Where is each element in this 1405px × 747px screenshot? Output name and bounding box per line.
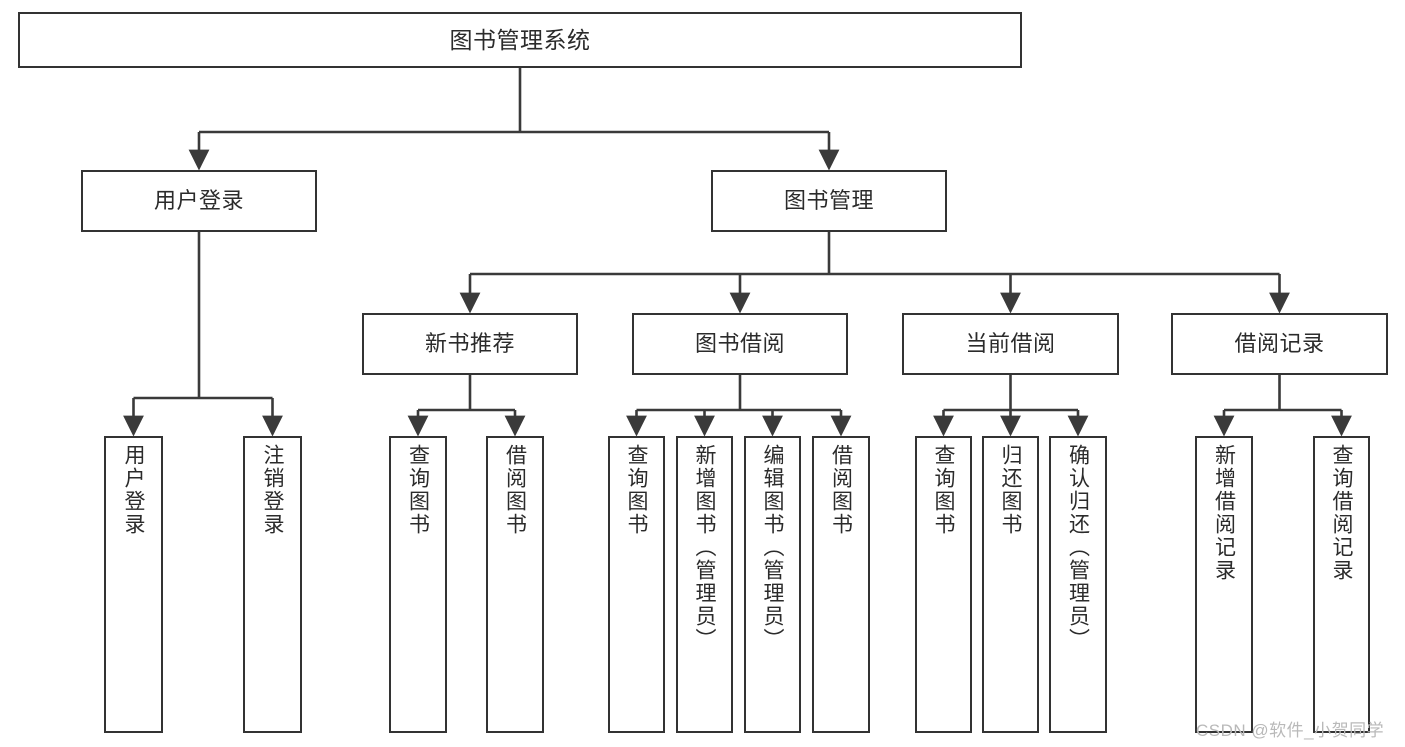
node-leaf-query-book-cb[interactable]: 查询图书 <box>915 436 972 733</box>
node-current-borrow-label: 当前借阅 <box>965 331 1056 357</box>
node-leaf-user-logout-label: 注销登录 <box>261 444 284 536</box>
node-leaf-borrow-book-bb-label: 借阅图书 <box>829 444 853 536</box>
node-leaf-edit-book-label: 编辑图书（管理员） <box>761 444 784 651</box>
node-leaf-user-logout[interactable]: 注销登录 <box>243 436 302 733</box>
node-leaf-add-book[interactable]: 新增图书（管理员） <box>676 436 733 733</box>
node-user-login[interactable]: 用户登录 <box>81 170 317 232</box>
node-leaf-return-book-label: 归还图书 <box>999 444 1022 536</box>
csdn-watermark: CSDN @软件_小贺同学 <box>1196 721 1385 740</box>
node-leaf-user-login-label: 用户登录 <box>122 444 145 536</box>
node-leaf-add-book-label: 新增图书（管理员） <box>693 444 716 651</box>
node-leaf-query-record-label: 查询借阅记录 <box>1330 444 1353 582</box>
node-new-book-rec-label: 新书推荐 <box>424 331 515 357</box>
node-leaf-borrow-book-rec[interactable]: 借阅图书 <box>486 436 544 733</box>
node-leaf-confirm-return-label: 确认归还（管理员） <box>1066 444 1090 651</box>
node-leaf-query-book-bb[interactable]: 查询图书 <box>608 436 665 733</box>
node-new-book-rec[interactable]: 新书推荐 <box>362 313 578 375</box>
node-borrow-record[interactable]: 借阅记录 <box>1171 313 1388 375</box>
node-leaf-user-login[interactable]: 用户登录 <box>104 436 163 733</box>
node-leaf-borrow-book-rec-label: 借阅图书 <box>503 444 527 536</box>
node-book-manage-label: 图书管理 <box>783 188 874 214</box>
node-book-borrow-label: 图书借阅 <box>694 331 785 357</box>
node-leaf-query-book-rec[interactable]: 查询图书 <box>389 436 447 733</box>
node-leaf-return-book[interactable]: 归还图书 <box>982 436 1039 733</box>
node-current-borrow[interactable]: 当前借阅 <box>902 313 1119 375</box>
node-leaf-edit-book[interactable]: 编辑图书（管理员） <box>744 436 801 733</box>
node-leaf-confirm-return[interactable]: 确认归还（管理员） <box>1049 436 1107 733</box>
node-root-label: 图书管理系统 <box>449 26 591 53</box>
node-leaf-query-book-rec-label: 查询图书 <box>406 444 430 536</box>
node-book-borrow[interactable]: 图书借阅 <box>632 313 848 375</box>
node-leaf-borrow-book-bb[interactable]: 借阅图书 <box>812 436 870 733</box>
node-leaf-query-book-bb-label: 查询图书 <box>625 444 648 536</box>
node-leaf-query-record[interactable]: 查询借阅记录 <box>1313 436 1370 733</box>
node-book-manage[interactable]: 图书管理 <box>711 170 947 232</box>
node-leaf-add-record[interactable]: 新增借阅记录 <box>1195 436 1253 733</box>
node-borrow-record-label: 借阅记录 <box>1234 331 1325 357</box>
node-leaf-add-record-label: 新增借阅记录 <box>1212 444 1236 582</box>
node-user-login-label: 用户登录 <box>153 188 244 214</box>
node-root[interactable]: 图书管理系统 <box>18 12 1022 68</box>
node-leaf-query-book-cb-label: 查询图书 <box>932 444 955 536</box>
